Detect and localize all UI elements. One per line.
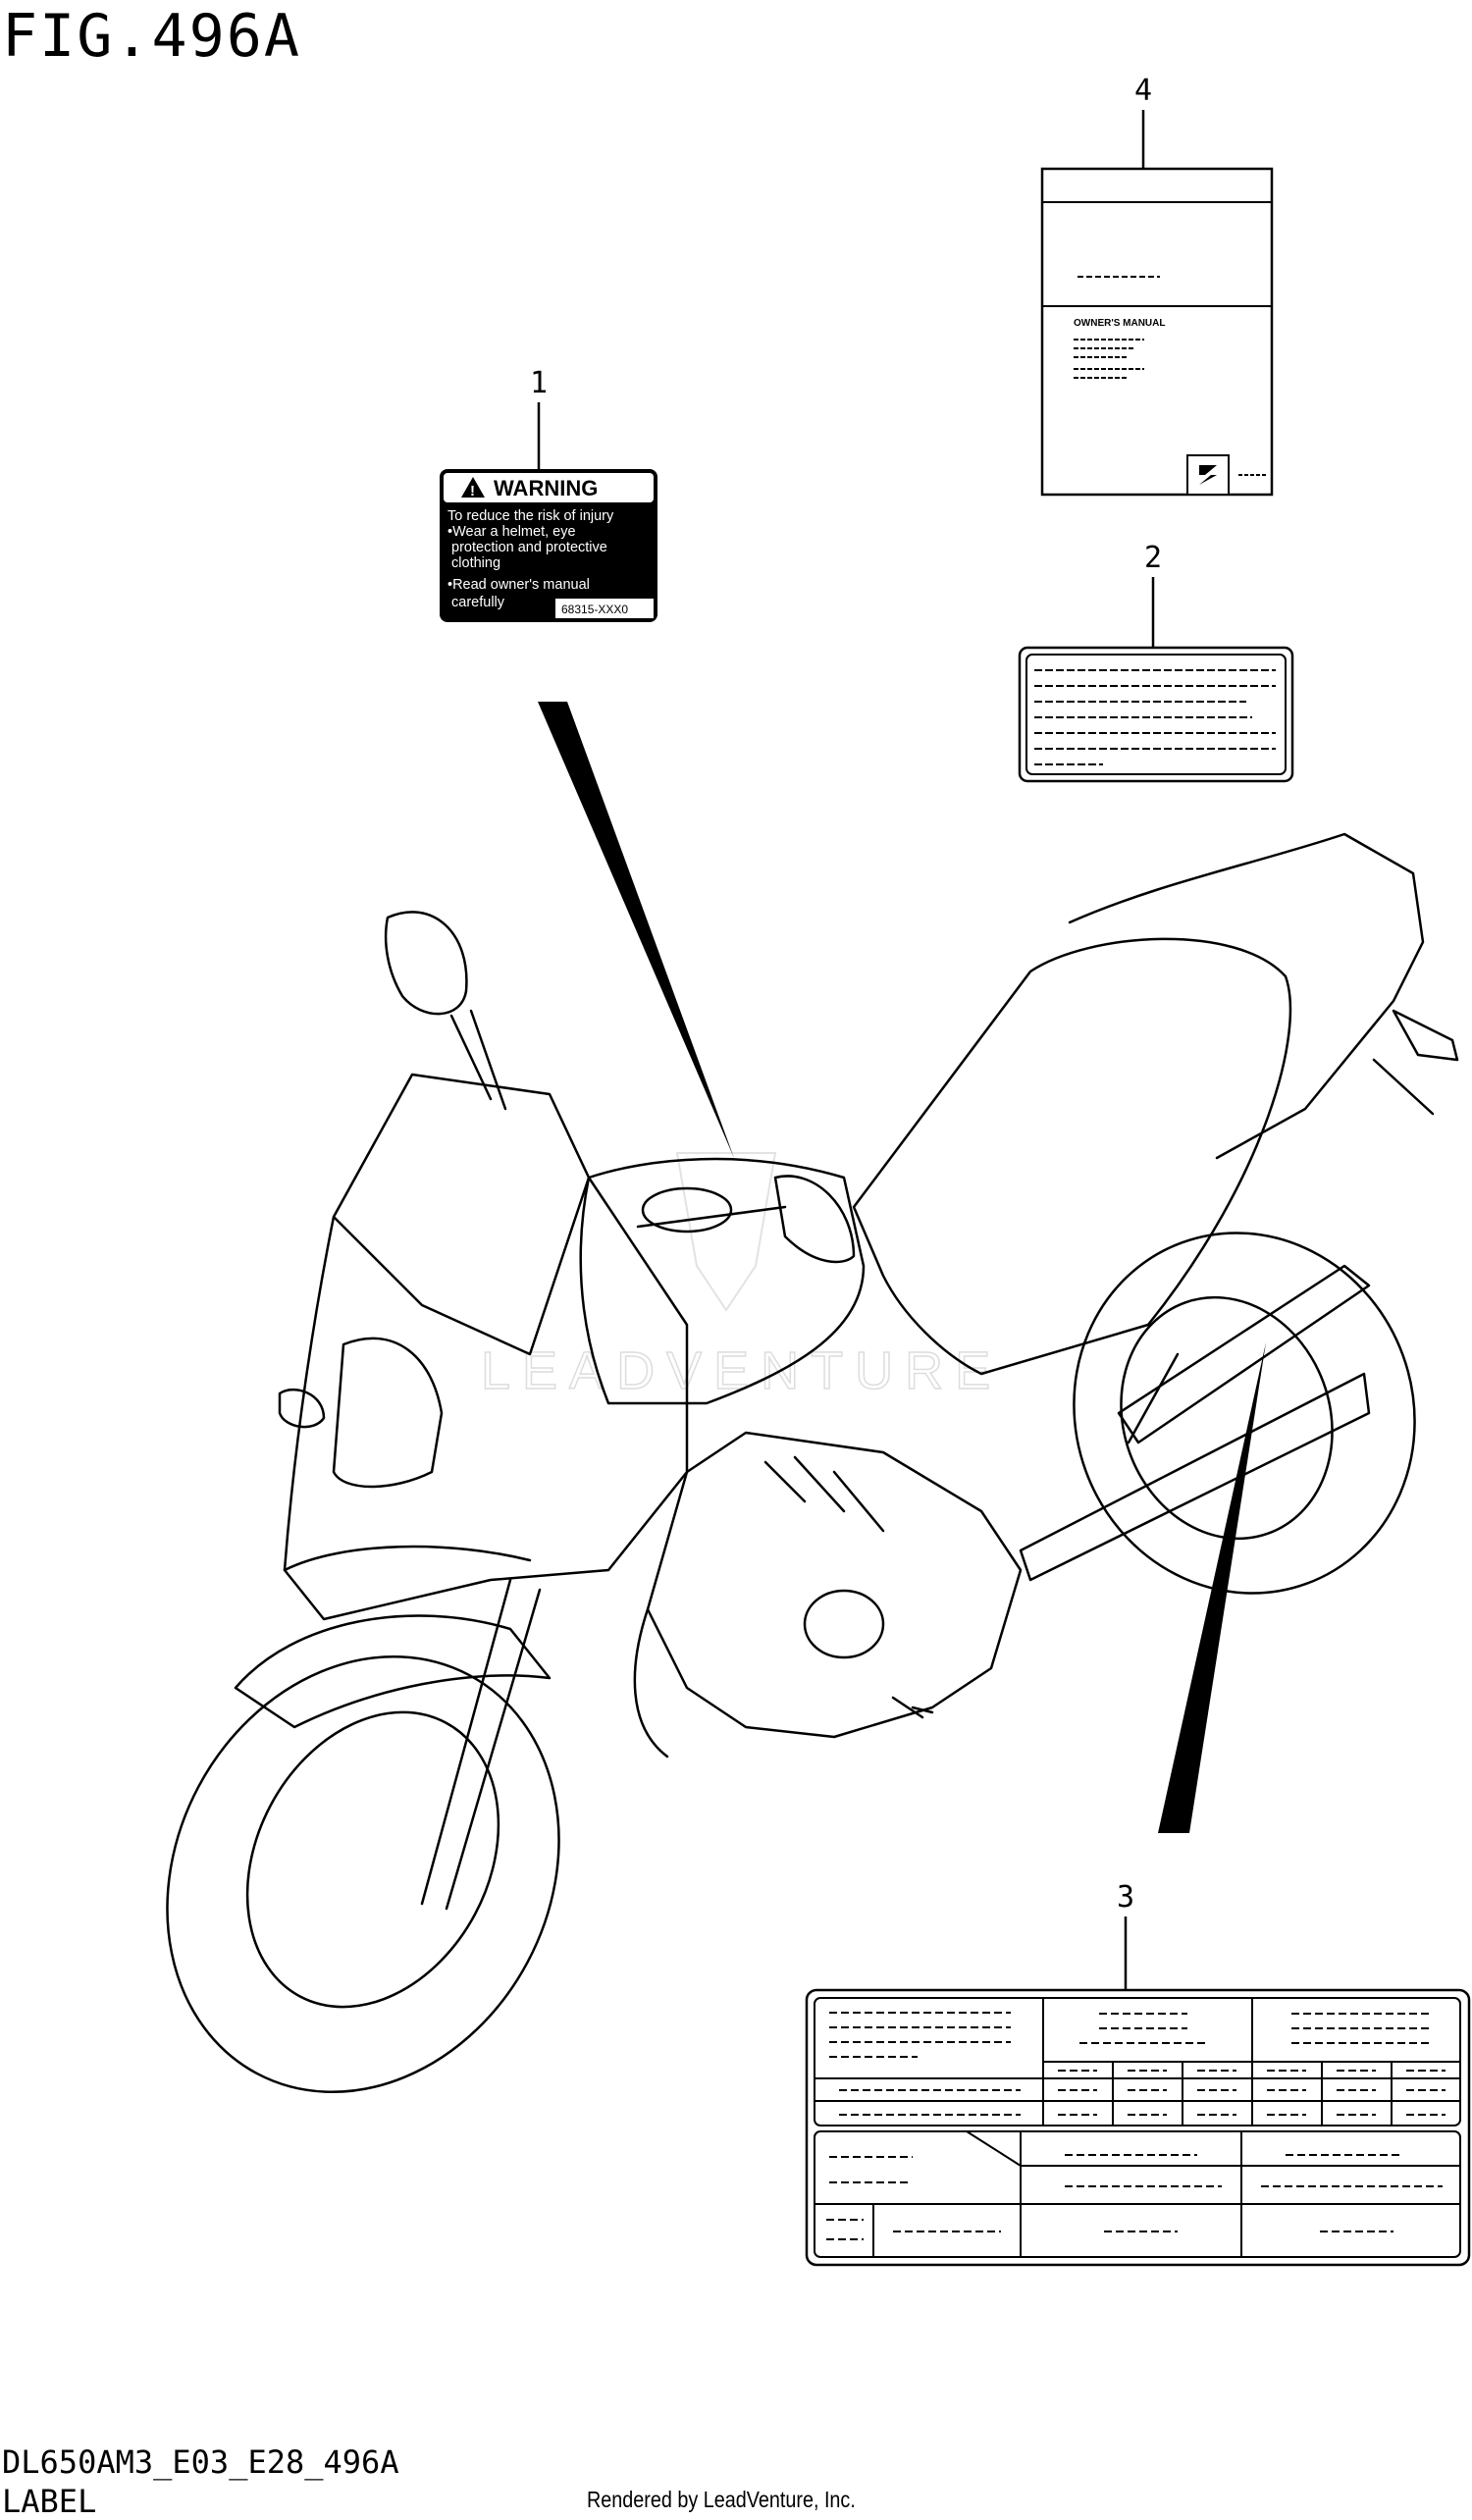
turn-signal (278, 1388, 326, 1429)
front-fender (234, 1614, 552, 1729)
warning-heading: WARNING (494, 476, 598, 500)
warning-line: •Wear a helmet, eye (447, 524, 576, 540)
pointer-wedge-1 (538, 702, 734, 1158)
front-wheel (166, 1654, 560, 2094)
warning-line: clothing (447, 555, 500, 571)
rear-wheel (1073, 1232, 1416, 1595)
tail-rack (1068, 832, 1425, 1160)
info-label-3[interactable] (805, 1988, 1471, 2267)
owners-manual[interactable]: OWNER'S MANUAL (1040, 167, 1274, 497)
front-fairing (283, 1176, 689, 1621)
watermark-logo (675, 1152, 777, 1312)
seat (852, 937, 1292, 1376)
manual-cover (1040, 167, 1274, 497)
render-credit: Rendered by LeadVenture, Inc. (587, 2487, 856, 2512)
exhaust (1117, 1264, 1371, 1444)
engine (646, 1431, 1023, 1739)
warning-triangle-icon (461, 477, 485, 498)
label-3-dashes-bottom (826, 2154, 1443, 2240)
headlight (332, 1337, 444, 1489)
engine-cover (803, 1589, 885, 1659)
callout-4[interactable]: 4 (1134, 74, 1152, 108)
rear-shock (1127, 1352, 1180, 1444)
warning-label-body (440, 469, 657, 622)
info-label-2[interactable] (1018, 646, 1294, 783)
warning-line: •Read owner's manual (447, 577, 590, 593)
engine-fins (763, 1455, 885, 1533)
fuel-tank (579, 1157, 866, 1405)
warning-line: To reduce the risk of injury (447, 508, 614, 524)
footpeg (891, 1696, 934, 1719)
label-3-dashes-top (829, 2012, 1446, 2116)
figure-title: FIG.496A (2, 2, 301, 71)
front-beak (283, 1545, 532, 1572)
callout-3[interactable]: 3 (1117, 1880, 1134, 1915)
warning-line: carefully (447, 595, 505, 610)
section-name: LABEL (2, 2483, 97, 2520)
handlebar-grip (773, 1175, 856, 1264)
watermark-text: LEADVENTURE (481, 1341, 1002, 1400)
warning-exclaim: ! (470, 483, 475, 499)
model-code: DL650AM3_E03_E28_496A (2, 2443, 399, 2481)
manual-logo-box (1186, 454, 1230, 496)
manual-title: OWNER'S MANUAL (1074, 318, 1165, 329)
front-fork (420, 1578, 542, 1911)
windscreen (332, 1073, 591, 1356)
label-2-inner (1025, 654, 1287, 775)
label-3-grid (966, 2130, 1022, 2167)
label-3-table-bottom (814, 2130, 1461, 2258)
lower-panel (633, 1607, 669, 1759)
callout-1[interactable]: 1 (530, 366, 548, 400)
motorcycle-illustration (166, 832, 1459, 2094)
mirror (384, 911, 468, 1016)
suzuki-logo-icon (1199, 465, 1217, 485)
label-2-outer (1018, 646, 1294, 783)
warning-part-code: 68315-XXX0 (561, 603, 628, 616)
front-wheel-rim (245, 1710, 500, 2009)
fuel-cap (641, 1186, 733, 1234)
label-3-outer (805, 1988, 1471, 2267)
rear-grab (1372, 1058, 1435, 1116)
warning-label-header (444, 473, 654, 502)
tail-light (1392, 1009, 1459, 1062)
handlebar (636, 1205, 787, 1229)
swingarm (1019, 1372, 1371, 1582)
warning-label[interactable]: ! WARNING To reduce the risk of injury •… (440, 469, 657, 622)
warning-line: protection and protective (447, 540, 607, 555)
warning-part-code-box (555, 599, 654, 618)
rear-wheel-rim (1120, 1295, 1334, 1541)
callout-2[interactable]: 2 (1144, 541, 1162, 575)
mirror-stalk (449, 1009, 507, 1111)
